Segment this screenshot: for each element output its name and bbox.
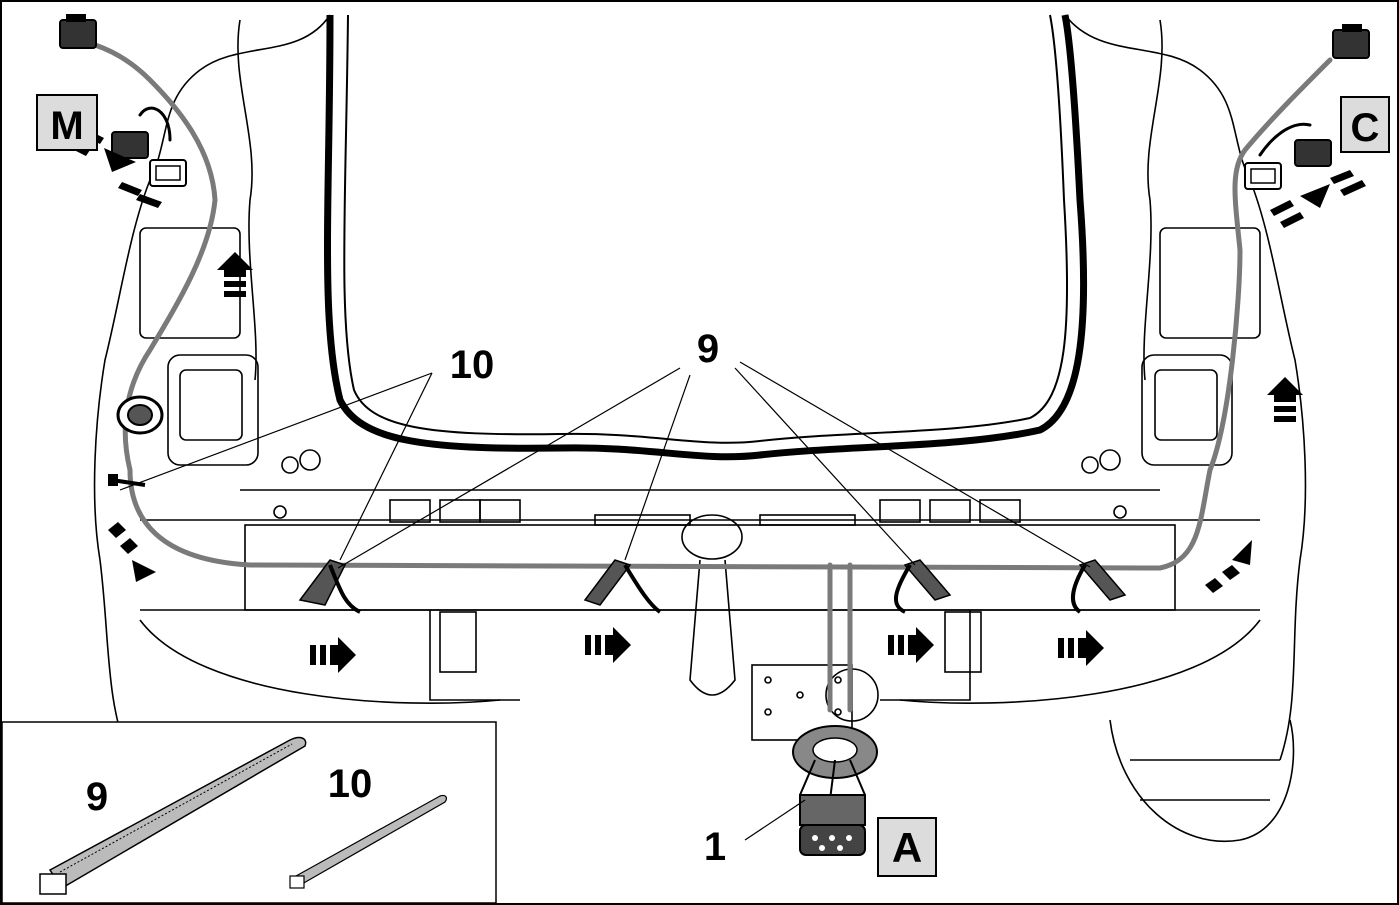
connector-arrow-icon [1270,170,1366,228]
wiring-harness [92,42,1333,713]
vehicle-body [93,14,1307,843]
label-10: 10 [450,343,495,387]
connector-top-right-icon [1332,24,1370,59]
label-1: 1 [704,825,726,869]
striped-arrow-icon [217,252,253,297]
connector-top-left-icon [59,14,97,49]
cable-tie-icon [583,559,662,614]
cable-tie-icon [1071,559,1127,614]
label-9: 9 [697,327,719,371]
large-cable-tie-icon [39,736,307,895]
small-cable-tie-icon [289,794,447,889]
label-box-m: M [36,94,98,151]
curved-arrow-icon [108,522,156,582]
label-m: M [50,104,83,148]
curved-arrow-icon [1205,540,1252,593]
label-box-c: C [1340,96,1390,153]
trailer-socket-icon [792,725,878,856]
cable-tie-icon [894,559,952,614]
striped-arrow-icon [585,627,631,663]
inset-panel: 9 10 [1,721,497,904]
label-c: C [1351,106,1380,150]
inset-label-9: 9 [86,775,108,819]
connector-m-socket-icon [149,159,187,187]
label-box-a: A [877,817,937,877]
small-cable-tie-icon [108,474,146,487]
striped-arrow-icon [1267,377,1303,422]
connector-c-socket-icon [1244,162,1282,190]
striped-arrow-icon [310,637,356,673]
label-a: A [892,824,922,871]
connector-m-plug-icon [111,131,149,159]
connector-c-plug-icon [1294,139,1332,167]
inset-label-10: 10 [328,762,373,806]
striped-arrow-icon [1058,630,1104,666]
leader-lines [119,361,1091,841]
grommet-icon [116,395,164,435]
window-seal-inner [343,14,1069,444]
striped-arrow-icon [888,627,934,663]
cable-tie-icon [298,559,361,614]
window-seal [324,14,1088,461]
